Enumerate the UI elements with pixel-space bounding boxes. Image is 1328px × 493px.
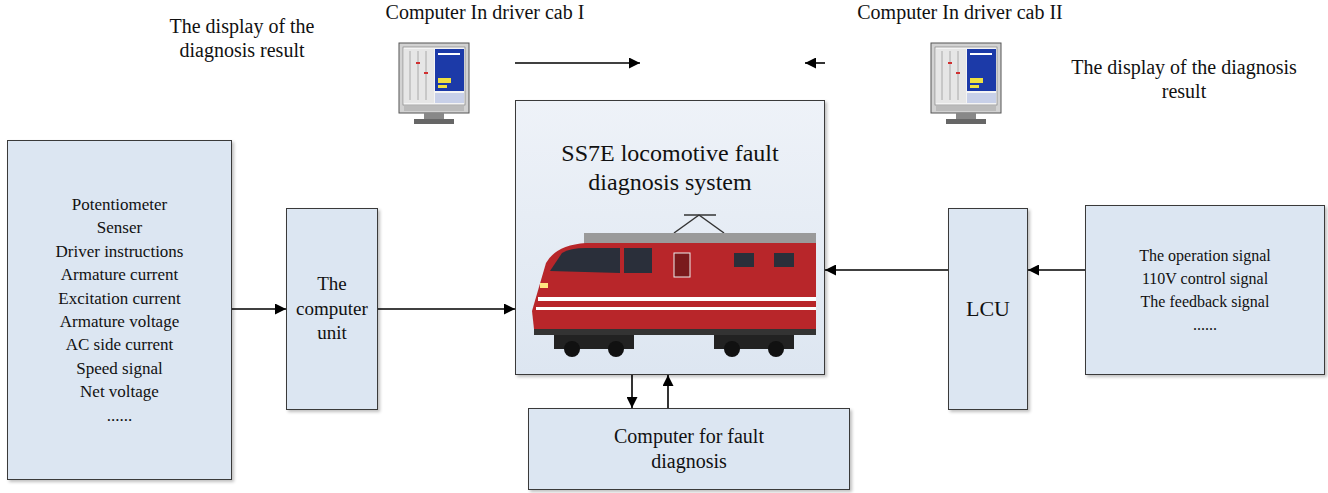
signal-list-box: The operation signal110V control signalT… xyxy=(1085,205,1325,375)
caption-label: The display of the diagnosis result xyxy=(1064,55,1304,103)
arrow-connector xyxy=(825,269,948,271)
node-text: AC side current xyxy=(66,333,174,356)
monitor-icon xyxy=(930,42,1002,125)
node-text: Net voltage xyxy=(80,380,159,403)
node-text: ...... xyxy=(107,404,133,427)
node-text: Speed signal xyxy=(76,357,162,380)
signal-list-box: PotentiometerSenserDriver instructionsAr… xyxy=(7,140,232,480)
arrow-connector xyxy=(378,308,515,310)
arrow-connector xyxy=(631,375,633,408)
node-text: Potentiometer xyxy=(72,193,167,216)
node-text: Excitation current xyxy=(58,287,180,310)
node-text: Armature current xyxy=(61,263,179,286)
arrow-connector xyxy=(515,62,640,64)
node-text: The computer unit xyxy=(291,272,373,346)
system-box: SS7E locomotive fault diagnosis system xyxy=(515,100,825,375)
node-text: Armature voltage xyxy=(60,310,179,333)
node-text: The feedback signal xyxy=(1141,290,1270,313)
arrow-connector xyxy=(667,375,669,408)
node-text: ...... xyxy=(1193,313,1217,336)
arrow-connector xyxy=(805,62,825,64)
arrow-connector xyxy=(1028,269,1085,271)
monitor-icon xyxy=(398,42,470,125)
process-box: The computer unit xyxy=(286,208,378,410)
monitor-node: Computer In driver cab II xyxy=(805,0,1115,126)
node-text: Computer In driver cab II xyxy=(857,0,1062,24)
locomotive-illustration xyxy=(524,211,819,361)
node-text: Computer for fault diagnosis xyxy=(589,424,789,474)
node-text: Driver instructions xyxy=(56,240,184,263)
process-box: Computer for fault diagnosis xyxy=(528,408,850,490)
arrow-connector xyxy=(232,308,286,310)
node-text: Computer In driver cab I xyxy=(386,0,585,24)
caption-label: The display of the diagnosis result xyxy=(148,14,336,62)
node-text: LCU xyxy=(966,296,1010,322)
node-text: Senser xyxy=(97,216,142,239)
node-text: 110V control signal xyxy=(1142,267,1268,290)
node-text: The operation signal xyxy=(1139,244,1271,267)
process-box: LCU xyxy=(948,208,1028,410)
node-text: SS7E locomotive fault diagnosis system xyxy=(530,139,810,197)
